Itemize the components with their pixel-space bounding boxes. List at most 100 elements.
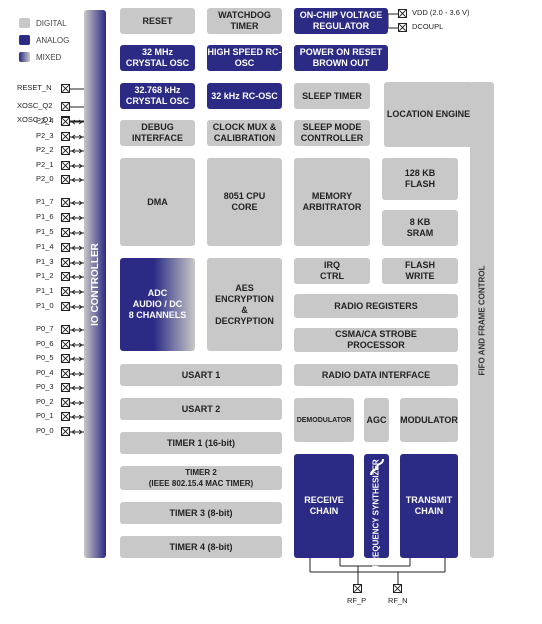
usart2-block: USART 2: [120, 398, 282, 420]
pin-box-p2-2: [61, 146, 70, 155]
bidirectional-arrow-icon: [71, 429, 83, 435]
pin-label-xosc-q1: XOSC_Q1: [17, 115, 53, 124]
digital-swatch: [19, 18, 30, 28]
pin-label-p1-2: P1_2: [36, 271, 54, 280]
sleep-mode-controller-block: SLEEP MODE CONTROLLER: [294, 120, 370, 146]
flash-block: 128 KB FLASH: [382, 158, 458, 200]
timer2-block: TIMER 2 (IEEE 802.15.4 MAC TIMER): [120, 466, 282, 490]
bidirectional-arrow-icon: [71, 134, 83, 140]
agc-block: AGC: [364, 398, 389, 442]
bidirectional-arrow-icon: [71, 385, 83, 391]
bidirectional-arrow-icon: [71, 119, 83, 125]
frequency-synthesizer-block: FREQUENCY SYNTHESIZER: [364, 454, 389, 567]
bidirectional-arrow-icon: [71, 245, 83, 251]
transmit-chain-block: TRANSMIT CHAIN: [400, 454, 458, 558]
pin-label-p2-3: P2_3: [36, 131, 54, 140]
analog-swatch: [19, 35, 30, 45]
bidirectional-arrow-icon: [71, 371, 83, 377]
pin-box-p0-1: [61, 412, 70, 421]
pin-box-p2-4: [61, 117, 70, 126]
pin-box-p0-4: [61, 369, 70, 378]
pin-box-p1-7: [61, 198, 70, 207]
radio-data-interface-block: RADIO DATA INTERFACE: [294, 364, 458, 386]
bidirectional-arrow-icon: [71, 274, 83, 280]
sine-wave-icon: [370, 458, 384, 476]
pin-label-reset-n: RESET_N: [17, 83, 52, 92]
timer3-block: TIMER 3 (8-bit): [120, 502, 282, 524]
bidirectional-arrow-icon: [71, 148, 83, 154]
sram-block: 8 KB SRAM: [382, 210, 458, 246]
legend-analog-label: ANALOG: [36, 35, 70, 45]
dma-block: DMA: [120, 158, 195, 246]
legend-digital-label: DIGITAL: [36, 18, 67, 28]
pin-box-p1-6: [61, 213, 70, 222]
pin-label-p1-4: P1_4: [36, 242, 54, 251]
pin-label-p1-5: P1_5: [36, 227, 54, 236]
pin-box-reset-n: [61, 84, 70, 93]
pin-box-p0-6: [61, 340, 70, 349]
voltage-regulator-block: ON-CHIP VOLTAGE REGULATOR: [294, 8, 388, 34]
pin-box-p1-3: [61, 258, 70, 267]
pin-box-p2-0: [61, 175, 70, 184]
crystal-osc-32mhz-block: 32 MHz CRYSTAL OSC: [120, 45, 195, 71]
pin-box-p1-4: [61, 243, 70, 252]
bidirectional-arrow-icon: [71, 260, 83, 266]
pin-label-p2-0: P2_0: [36, 174, 54, 183]
pin-label-p0-7: P0_7: [36, 324, 54, 333]
pin-label-p0-4: P0_4: [36, 368, 54, 377]
legend-mixed: MIXED: [19, 52, 61, 62]
irq-ctrl-block: IRQ CTRL: [294, 258, 370, 284]
pin-label-p0-6: P0_6: [36, 339, 54, 348]
pin-label-p1-3: P1_3: [36, 257, 54, 266]
pin-label-p1-0: P1_0: [36, 301, 54, 310]
pin-label-p2-2: P2_2: [36, 145, 54, 154]
memory-arbitrator-block: MEMORY ARBITRATOR: [294, 158, 370, 246]
location-engine-block: LOCATION ENGINE: [384, 82, 473, 147]
modulator-block: MODULATOR: [400, 398, 458, 442]
sleep-timer-block: SLEEP TIMER: [294, 83, 370, 109]
bidirectional-arrow-icon: [71, 289, 83, 295]
pin-box-p0-7: [61, 325, 70, 334]
legend-digital: DIGITAL: [19, 18, 67, 28]
pin-box-p1-1: [61, 287, 70, 296]
pin-label-p0-1: P0_1: [36, 411, 54, 420]
bidirectional-arrow-icon: [71, 230, 83, 236]
pin-box-p1-2: [61, 272, 70, 281]
bidirectional-arrow-icon: [71, 215, 83, 221]
dcoupl-pin-box: [398, 23, 407, 32]
bidirectional-arrow-icon: [71, 342, 83, 348]
watchdog-timer-block: WATCHDOG TIMER: [207, 8, 282, 34]
debug-interface-block: DEBUG INTERFACE: [120, 120, 195, 146]
vdd-pin-box: [398, 9, 407, 18]
demodulator-block: DEMODULATOR: [294, 398, 354, 442]
bidirectional-arrow-icon: [71, 177, 83, 183]
pin-label-p0-0: P0_0: [36, 426, 54, 435]
pin-label-p0-3: P0_3: [36, 382, 54, 391]
fifo-frame-control: FIFO AND FRAME CONTROL: [470, 82, 494, 558]
pin-label-p1-1: P1_1: [36, 286, 54, 295]
usart1-block: USART 1: [120, 364, 282, 386]
io-controller-label: IO CONTROLLER: [89, 242, 101, 326]
fifo-frame-control-label: FIFO AND FRAME CONTROL: [477, 265, 487, 375]
pin-box-p0-3: [61, 383, 70, 392]
rf-p-pin-box: [353, 584, 362, 593]
flash-write-block: FLASH WRITE: [382, 258, 458, 284]
dcoupl-pin-label: DCOUPL: [412, 22, 444, 31]
adc-block: ADC AUDIO / DC 8 CHANNELS: [120, 258, 195, 351]
cpu-core-block: 8051 CPU CORE: [207, 158, 282, 246]
vdd-pin-label: VDD (2.0 - 3.6 V): [412, 8, 470, 17]
timer4-block: TIMER 4 (8-bit): [120, 536, 282, 558]
bidirectional-arrow-icon: [71, 163, 83, 169]
power-on-reset-block: POWER ON RESET BROWN OUT: [294, 45, 388, 71]
pin-box-xosc-q2: [61, 102, 70, 111]
pin-box-p2-3: [61, 132, 70, 141]
bidirectional-arrow-icon: [71, 327, 83, 333]
pin-box-p1-0: [61, 302, 70, 311]
pin-label-p2-1: P2_1: [36, 160, 54, 169]
receive-chain-block: RECEIVE CHAIN: [294, 454, 354, 558]
pin-label-p0-5: P0_5: [36, 353, 54, 362]
pin-box-p1-5: [61, 228, 70, 237]
mixed-swatch: [19, 52, 30, 62]
